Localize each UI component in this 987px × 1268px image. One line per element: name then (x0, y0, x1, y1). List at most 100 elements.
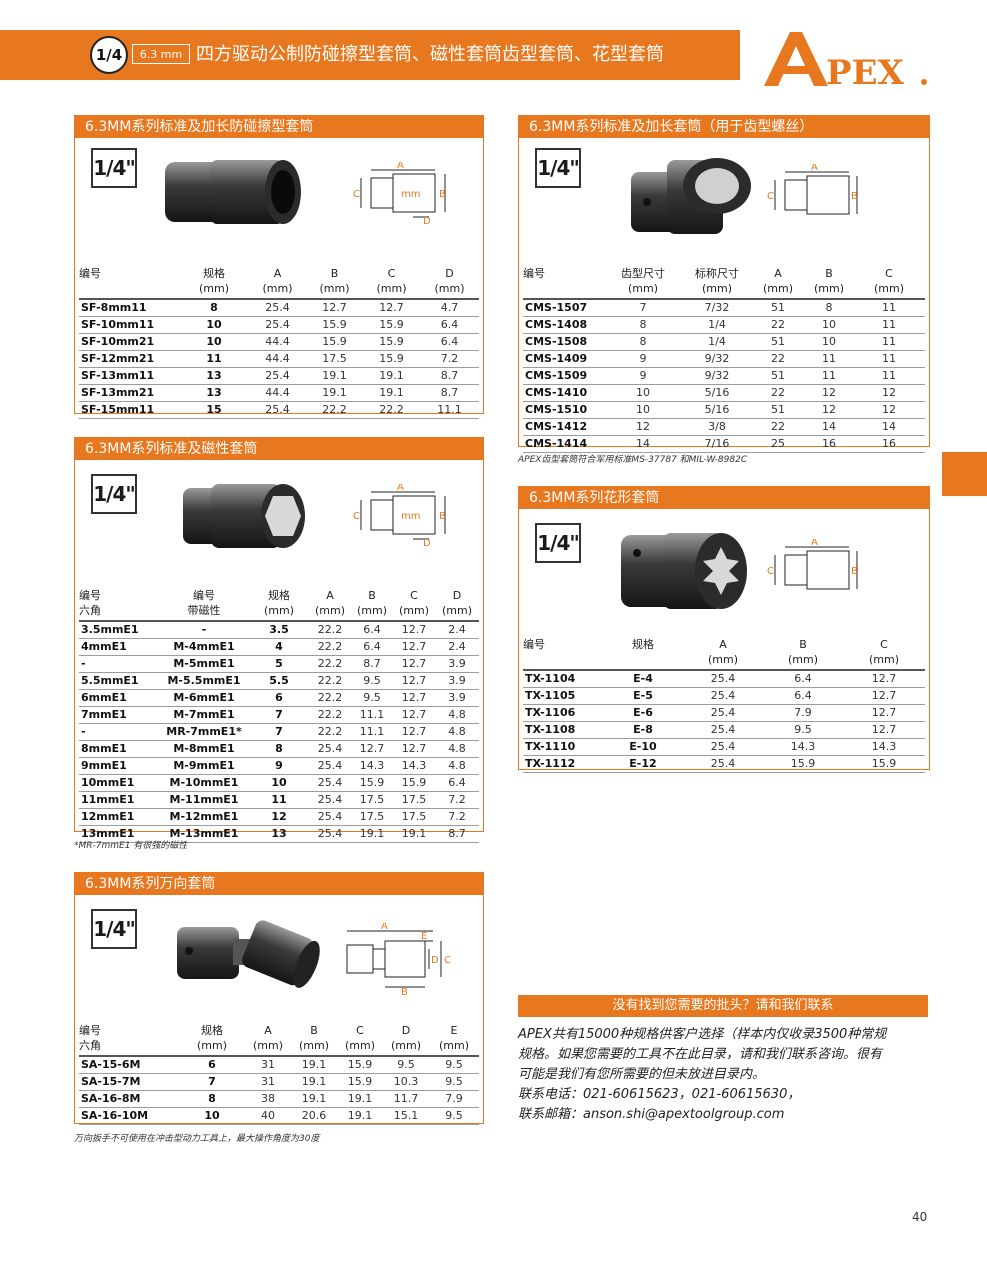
spec-cell: 22.2 (309, 672, 351, 690)
dim-b: B (401, 987, 408, 995)
spec-cell: 8 (603, 316, 683, 334)
dimension-diagram: A C B D mm (353, 162, 446, 224)
spec-cell: M-13mmE1 (159, 825, 249, 843)
spec-cell: 15.9 (351, 774, 393, 792)
column-header: 齿型尺寸 (621, 267, 665, 280)
column-header: (mm) (429, 1038, 479, 1057)
section-cms: 6.3MM系列标准及加长套筒（用于齿型螺丝） 1/4" A C B 编号齿型尺寸… (518, 115, 930, 453)
spec-cell: 12 (249, 808, 309, 826)
size-tag: 1/4" (91, 148, 137, 188)
section-title: 6.3MM系列花形套筒 (519, 487, 929, 509)
dim-e: E (421, 931, 427, 942)
spec-cell: M-10mmE1 (159, 774, 249, 792)
spec-cell: 5 (249, 655, 309, 673)
spec-cell: M-6mmE1 (159, 689, 249, 707)
spec-cell: 8.7 (420, 367, 479, 385)
part-number: SF-12mm21 (79, 350, 179, 368)
spec-cell: 4 (249, 638, 309, 656)
spec-cell: 25.4 (683, 670, 763, 688)
part-number: CMS-1508 (523, 333, 603, 351)
contact-title: 没有找到您需要的批头？请和我们联系 (518, 995, 928, 1017)
spec-cell: 19.1 (363, 367, 420, 385)
column-header: (mm) (843, 652, 925, 671)
spec-cell: 15.1 (383, 1107, 429, 1125)
spec-cell: 4.8 (435, 740, 479, 758)
part-number: SF-15mm11 (79, 401, 179, 419)
spec-cell: 22 (751, 384, 805, 402)
spec-cell: 2.4 (435, 638, 479, 656)
column-header: 标称尺寸 (695, 267, 739, 280)
spec-cell: 12 (853, 384, 925, 402)
part-number: TX-1112 (523, 755, 603, 773)
column-header: 编号 (523, 638, 545, 651)
column-header: (mm) (603, 281, 683, 300)
spec-cell: 25.4 (683, 687, 763, 705)
part-number: - (79, 655, 159, 673)
spec-cell: 12.7 (843, 704, 925, 722)
spec-cell: 6.4 (351, 638, 393, 656)
spec-cell: 10 (805, 333, 853, 351)
column-header: C (880, 638, 888, 651)
spec-cell: 17.5 (351, 791, 393, 809)
spec-cell: 11 (853, 367, 925, 385)
dim-d: D (423, 538, 431, 546)
spec-cell: 12 (853, 401, 925, 419)
column-header: (mm) (853, 281, 925, 300)
dimension-diagram: A C B (767, 539, 858, 590)
spec-cell: 6.4 (763, 687, 843, 705)
spec-cell: M-8mmE1 (159, 740, 249, 758)
column-header: C (356, 1024, 364, 1037)
spec-cell: 40 (245, 1107, 291, 1125)
spec-cell: 4.8 (435, 723, 479, 741)
spec-cell: 44.4 (249, 350, 306, 368)
drive-size-badge: 1/4 (90, 36, 128, 74)
universal-note: 万向扳手不可使用在冲击型动力工具上，最大操作角度为30度 (74, 1134, 320, 1144)
spec-cell: 25.4 (309, 774, 351, 792)
section-title: 6.3MM系列标准及加长防碰擦型套筒 (75, 116, 483, 138)
column-header: D (445, 267, 454, 280)
column-header: B (799, 638, 807, 651)
spec-cell: 7 (603, 299, 683, 317)
dim-c: C (353, 511, 360, 522)
spec-cell: 15.9 (363, 316, 420, 334)
column-header (603, 652, 683, 671)
universal-socket-photo (177, 920, 320, 988)
size-tag: 1/4" (91, 909, 137, 949)
part-number: SF-13mm11 (79, 367, 179, 385)
spec-cell: 25.4 (249, 316, 306, 334)
spec-cell: 14 (805, 418, 853, 436)
spec-cell: 25 (751, 435, 805, 453)
spec-cell: 8 (603, 333, 683, 351)
part-number: 9mmE1 (79, 757, 159, 775)
dimension-diagram: A C B D mm (353, 484, 446, 546)
column-header: 规格 (203, 267, 225, 280)
column-header: A (719, 638, 727, 651)
column-header: A (273, 267, 282, 280)
spec-cell: 8.7 (435, 825, 479, 843)
contact-email[interactable]: 联系邮箱：anson.shi@apextoolgroup.com (518, 1107, 785, 1122)
spec-cell: 6.4 (420, 333, 479, 351)
spec-cell: 14.3 (393, 757, 435, 775)
part-number: CMS-1409 (523, 350, 603, 368)
spec-cell: 22.2 (309, 706, 351, 724)
spec-cell: 22 (751, 418, 805, 436)
spec-cell: 9 (249, 757, 309, 775)
spec-cell: 25.4 (309, 808, 351, 826)
column-header: C (885, 267, 893, 280)
spec-cell: 13 (179, 367, 249, 385)
spec-cell: 25.4 (249, 367, 306, 385)
part-number: TX-1110 (523, 738, 603, 756)
spec-cell: 12 (805, 401, 853, 419)
